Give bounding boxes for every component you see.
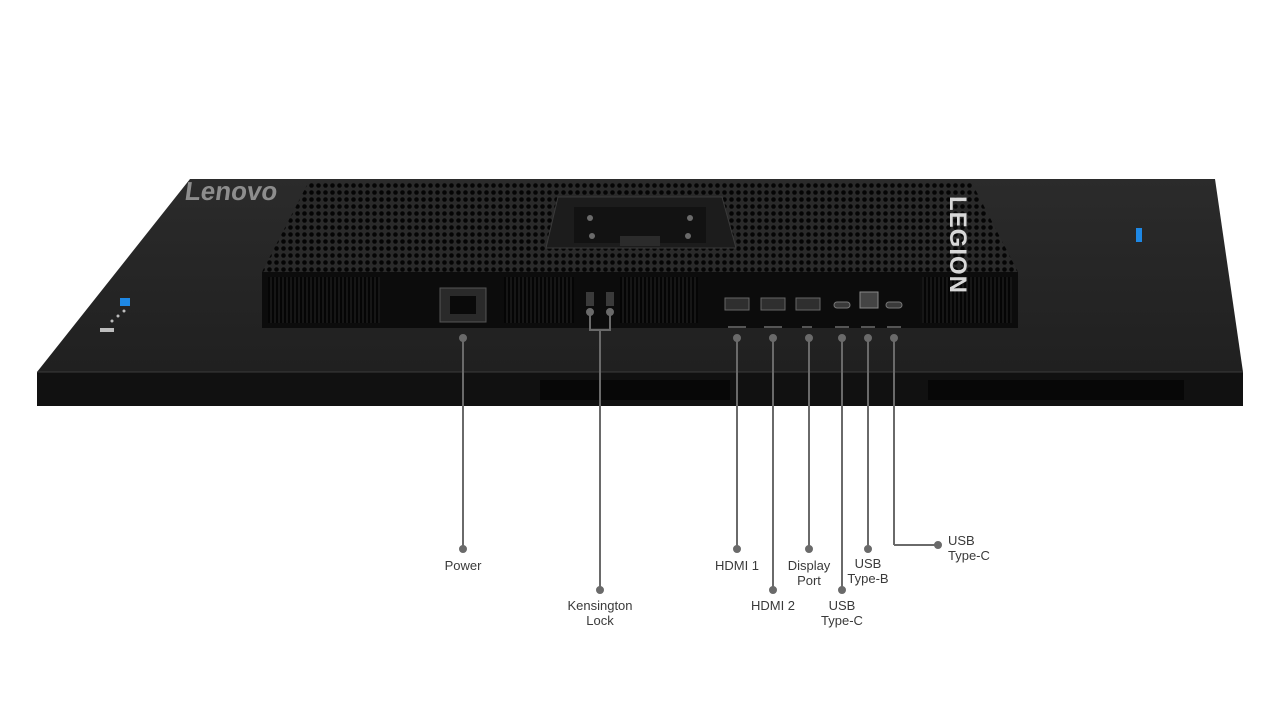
label-usb-type-c-1: USB Type-C: [821, 598, 863, 628]
label-kensington-lock: Kensington Lock: [567, 598, 633, 628]
vesa-screw: [685, 233, 691, 239]
label-display-port: Display Port: [787, 558, 831, 588]
usbc-port-2: [885, 301, 903, 309]
control-dot: [116, 314, 120, 318]
port-legend-mark: [861, 326, 875, 328]
housing-vent-3: [620, 277, 698, 323]
label-power: Power: [444, 558, 482, 573]
leader-dot-kensington-bottom: [596, 586, 604, 594]
control-dot: [122, 309, 126, 313]
housing-vent-2: [504, 277, 574, 323]
joystick-blue-accent: [120, 298, 130, 306]
front-vent-left: [540, 380, 730, 400]
port-legend-mark: [728, 326, 746, 328]
leader-dot-power-bottom: [459, 545, 467, 553]
port-legend-mark: [764, 326, 782, 328]
kensington-slot-1: [586, 292, 594, 306]
port-legend-mark: [802, 326, 812, 328]
vesa-screw: [587, 215, 593, 221]
housing-vent-4: [922, 277, 1012, 323]
control-dot: [110, 319, 114, 323]
displayport-port: [795, 297, 821, 311]
leader-lines: [459, 308, 942, 594]
usbc-port-1: [833, 301, 851, 309]
vesa-screw: [687, 215, 693, 221]
port-legend-mark: [835, 326, 849, 328]
label-usb-type-b: USB Type-B: [847, 556, 889, 586]
hdmi1-port: [724, 297, 750, 311]
control-button: [100, 328, 114, 332]
usbb-port: [859, 291, 879, 309]
label-hdmi2: HDMI 2: [750, 598, 796, 613]
lenovo-logo: Lenovo: [183, 176, 280, 206]
label-usb-type-c-2: USB Type-C: [948, 533, 990, 563]
vesa-screw: [589, 233, 595, 239]
label-hdmi1: HDMI 1: [714, 558, 760, 573]
hdmi2-port: [760, 297, 786, 311]
power-socket-inner: [450, 296, 476, 314]
front-vent-right: [928, 380, 1184, 400]
housing-vent-1: [268, 277, 380, 323]
legion-logo: LEGION: [944, 196, 971, 294]
vesa-latch: [620, 236, 660, 246]
kensington-slot-2: [606, 292, 614, 306]
side-blue-accent: [1136, 228, 1142, 242]
port-legend-mark: [887, 326, 901, 328]
